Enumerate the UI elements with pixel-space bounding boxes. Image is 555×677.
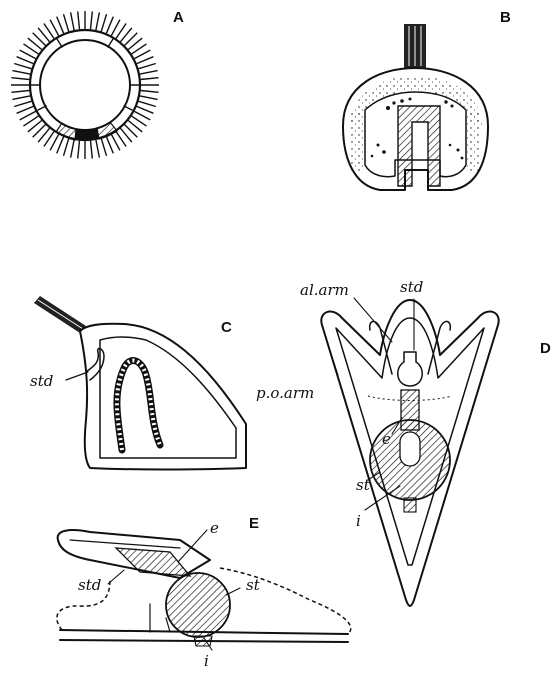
cilium xyxy=(50,134,59,150)
prism-body xyxy=(80,324,246,470)
cilium xyxy=(140,96,158,100)
label-al-arm: al.arm xyxy=(300,281,349,299)
panel-label-d: D xyxy=(540,340,551,357)
cilium xyxy=(14,101,31,106)
hatched-cell-left xyxy=(56,123,76,140)
cilium xyxy=(134,50,150,59)
cilium xyxy=(140,71,158,75)
cilium xyxy=(12,96,30,100)
cilium xyxy=(71,12,75,30)
cilium xyxy=(137,106,154,113)
cilium xyxy=(91,141,93,159)
panel-label-b: B xyxy=(500,9,511,26)
cilium xyxy=(96,140,100,158)
cilium xyxy=(57,17,64,34)
label-p-o-arm: p.o.arm xyxy=(256,384,314,402)
label-i: i xyxy=(356,512,361,530)
cilium xyxy=(57,137,64,154)
cilium xyxy=(141,91,159,93)
intestine xyxy=(404,498,416,512)
label-std: std xyxy=(400,278,423,296)
intestine xyxy=(194,636,212,646)
cilium xyxy=(17,57,34,64)
oesophagus xyxy=(116,548,190,576)
cilium xyxy=(20,111,36,120)
cilium xyxy=(71,140,75,158)
cilium xyxy=(12,71,30,75)
panel-d: al.arm std p.o.arm e st i D xyxy=(256,278,551,606)
stomodaeum xyxy=(86,349,104,380)
label-std: std xyxy=(78,576,101,594)
cilium xyxy=(139,101,156,106)
cilium xyxy=(14,64,31,69)
label-st: st xyxy=(356,476,371,494)
panel-label-c: C xyxy=(221,319,232,336)
outer-wall xyxy=(30,30,140,140)
panel-b: B xyxy=(343,9,511,190)
label-st: st xyxy=(246,576,261,594)
cilium xyxy=(64,139,69,156)
hatched-cell-right xyxy=(97,122,117,139)
cilium xyxy=(64,14,69,31)
panel-c: std C xyxy=(30,296,246,470)
cilium xyxy=(96,12,100,30)
label-i: i xyxy=(204,652,209,670)
cilium xyxy=(101,139,106,156)
cilium xyxy=(106,137,113,154)
archenteron xyxy=(398,106,440,186)
cilium xyxy=(141,78,159,80)
cilium xyxy=(137,57,154,64)
cilium xyxy=(106,17,113,34)
apical-tuft xyxy=(34,296,86,333)
stomach xyxy=(166,573,230,637)
stomach-lumen xyxy=(400,432,420,466)
blastocoel xyxy=(40,40,130,130)
cilium xyxy=(20,50,36,59)
cilium xyxy=(50,20,59,36)
cell-dividers xyxy=(30,39,140,110)
cilium xyxy=(11,78,29,80)
panel-label-a: A xyxy=(173,9,184,26)
black-cell xyxy=(75,128,99,141)
cilium xyxy=(139,64,156,69)
cilium xyxy=(78,11,80,29)
label-std: std xyxy=(30,372,53,390)
inner-wall xyxy=(365,92,466,177)
panel-label-e: E xyxy=(249,515,259,532)
label-e: e xyxy=(382,430,391,448)
cilium xyxy=(11,91,29,93)
cilium xyxy=(78,141,80,159)
cilium xyxy=(111,134,120,150)
panel-e: e st std i E xyxy=(57,515,351,670)
panel-a: A xyxy=(11,9,184,159)
cilium xyxy=(17,106,34,113)
cilium xyxy=(101,14,106,31)
cilium xyxy=(111,20,120,36)
cilium xyxy=(91,11,93,29)
stomodaeum xyxy=(398,352,423,386)
label-e: e xyxy=(210,519,219,537)
cilium xyxy=(134,111,150,120)
